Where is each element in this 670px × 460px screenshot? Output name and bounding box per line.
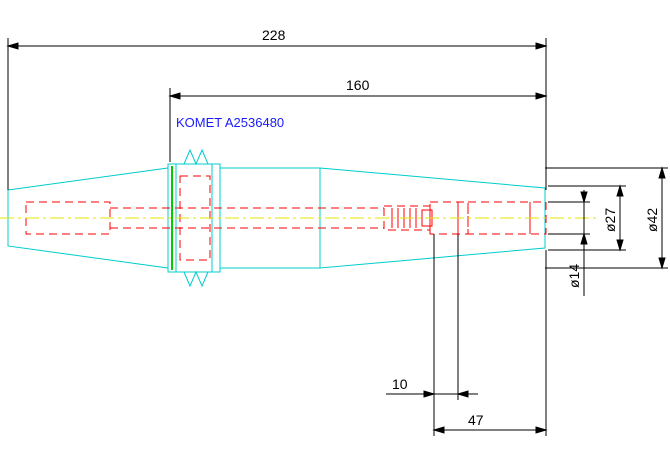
- dim-diameter-bore: ø14: [566, 264, 582, 288]
- nose-taper: [319, 167, 546, 269]
- dim-bore-depth: 47: [468, 412, 484, 428]
- dimension-lines: [6, 38, 668, 436]
- dim-overall-length: 228: [262, 27, 286, 43]
- flange-groove: [183, 148, 209, 166]
- part-label: KOMET A2536480: [176, 115, 284, 130]
- dim-diameter-mid: ø27: [602, 208, 618, 232]
- dim-diameter-outer: ø42: [644, 208, 660, 232]
- dim-clamp-length: 10: [392, 376, 408, 392]
- dim-gauge-length: 160: [346, 77, 370, 93]
